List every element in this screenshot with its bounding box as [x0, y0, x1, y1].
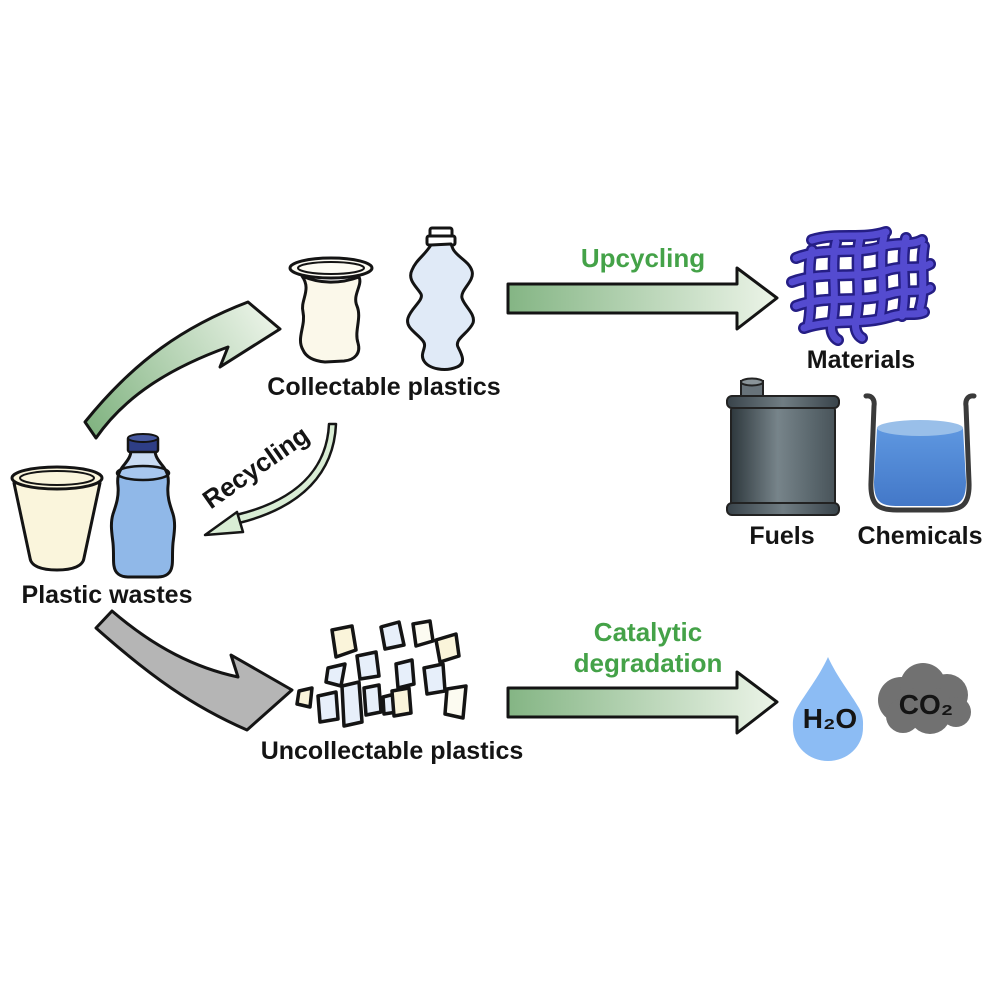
- collection-arrow: [83, 300, 282, 440]
- polymer-mesh-icon: [792, 232, 930, 340]
- upcycling-arrow-label: Upcycling: [580, 243, 706, 273]
- collectable-plastics-label: Collectable plastics: [267, 373, 501, 401]
- co2-cloud-icon: [878, 663, 971, 734]
- water-droplet-icon: [792, 657, 864, 761]
- plastic-fragments-icon: [295, 619, 468, 728]
- h2o-label: H₂O: [802, 703, 858, 734]
- co2-label: CO₂: [898, 689, 954, 720]
- fuels-label: Fuels: [749, 522, 815, 550]
- fuel-canister-icon: [726, 377, 840, 516]
- crushed-bottle-icon: [406, 226, 475, 371]
- chemicals-label: Chemicals: [857, 522, 983, 550]
- crushed-cup-icon: [288, 256, 374, 364]
- catalytic-line2: degradation: [573, 648, 723, 678]
- upcycling-arrow: [506, 266, 779, 331]
- catalytic-line1: Catalytic: [593, 617, 703, 647]
- uncollectable-plastics-label: Uncollectable plastics: [260, 737, 524, 765]
- beaker-icon: [863, 393, 977, 513]
- plastic-wastes-label: Plastic wastes: [21, 581, 193, 609]
- materials-label: Materials: [806, 346, 916, 374]
- water-bottle-icon: [109, 433, 177, 579]
- recycling-arrow: [203, 422, 338, 537]
- catalytic-arrow: [506, 670, 779, 735]
- paper-cup-icon: [10, 465, 104, 572]
- discard-arrow: [94, 609, 294, 732]
